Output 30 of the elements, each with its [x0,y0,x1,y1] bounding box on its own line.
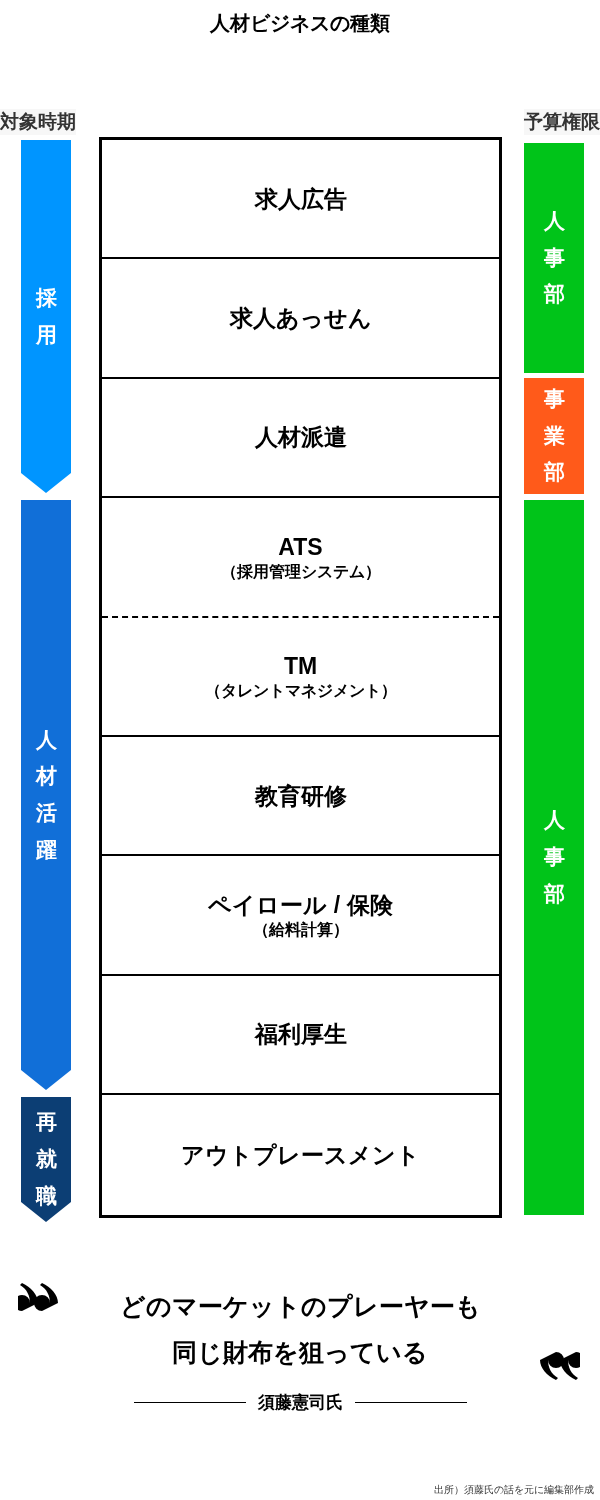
row-title: 福利厚生 [254,1020,347,1050]
band-label: 人材活躍 [35,726,57,863]
row-title: 教育研修 [254,781,347,811]
row-title: TM [283,652,318,682]
source-note: 出所）須藤氏の話を元に編集部作成 [434,1483,594,1497]
row-subtitle: （給料計算） [252,920,349,941]
quote-text: どのマーケットのプレーヤーも同じ財布を狙っている [118,1291,482,1368]
row-title: 人材派遣 [254,423,347,453]
band-label: 事業部 [543,385,565,486]
period-arrow-band [21,1097,71,1222]
band-label: 採用 [35,284,57,348]
band-label: 人事部 [543,807,565,907]
row-title: 求人あっせん [229,304,372,334]
row-subtitle: （採用管理システム） [220,561,381,582]
period-arrow-band [21,140,71,493]
diagram-title: 人材ビジネスの種類 [210,12,390,34]
budget-band [524,378,584,494]
budget-band [524,500,584,1215]
row-title: ATS [278,532,323,562]
column-heading: 予算権限 [524,109,600,135]
band-label: 人事部 [543,207,565,308]
row-title: アウトプレースメント [181,1140,420,1170]
band-label: 再就職 [35,1109,57,1209]
row-title: 求人広告 [254,184,347,214]
period-arrow-band [21,500,71,1090]
budget-band [524,143,584,373]
row-title: ペイロール / 保険 [208,891,393,921]
column-heading: 対象時期 [0,109,76,135]
speaker-name: 須藤憲司氏 [257,1392,343,1414]
row-subtitle: （タレントマネジメント） [204,681,397,702]
